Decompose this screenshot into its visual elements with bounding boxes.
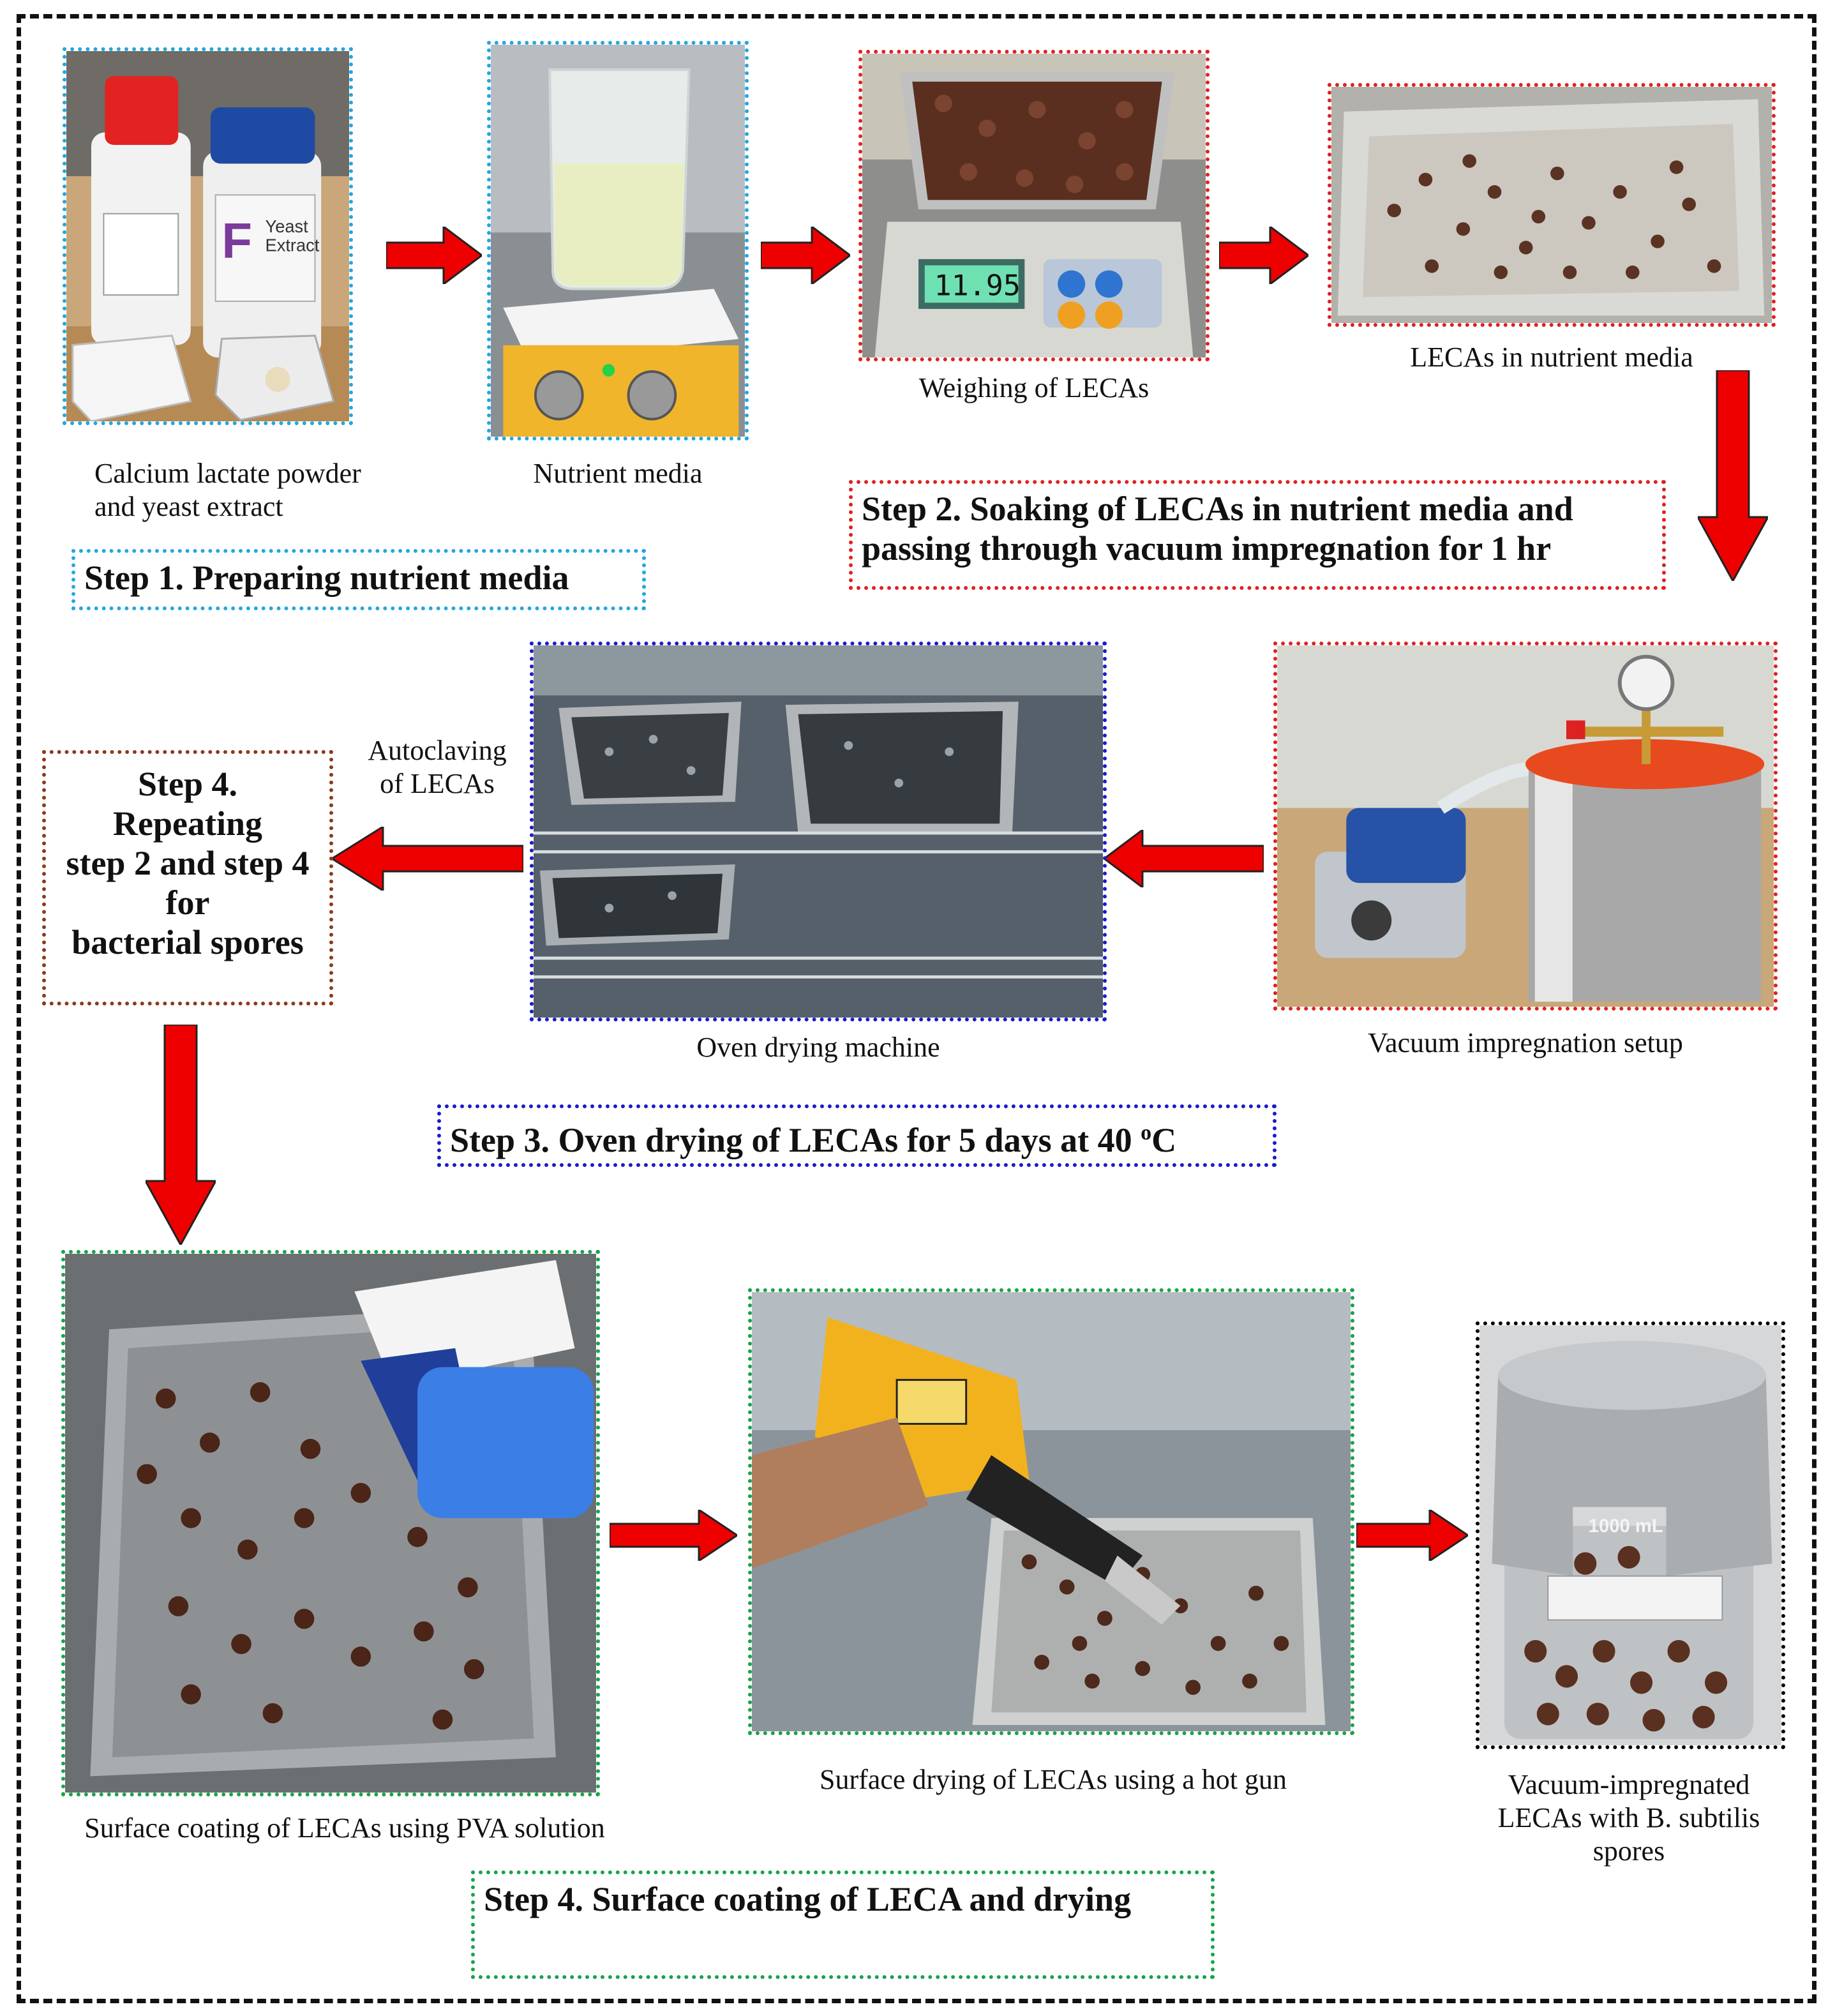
caption-lecas-in-media: LECAs in nutrient media xyxy=(1410,342,1693,373)
step4-repeat-label: Step 4. Repeating step 2 and step 4 for … xyxy=(42,750,333,1005)
caption-nutrient-media: Nutrient media xyxy=(533,458,703,489)
step1-label: Step 1. Preparing nutrient media xyxy=(71,549,646,610)
step2-line2: passing through vacuum impregnation for … xyxy=(862,529,1552,568)
photo-pva-coating xyxy=(61,1250,600,1796)
autoclave-line1: Autoclaving xyxy=(368,735,507,766)
step2-label: Step 2. Soaking of LECAs in nutrient med… xyxy=(849,480,1666,590)
step4-repeat-line1: Step 4. xyxy=(137,765,237,803)
photo-nutrient-media xyxy=(487,41,749,440)
caption-weighing-lecas: Weighing of LECAs xyxy=(918,372,1150,403)
arrow-left-2 xyxy=(332,827,523,891)
photo-final-jar: 1000 mL xyxy=(1476,1321,1785,1749)
svg-text:F: F xyxy=(221,212,252,268)
arrow-left-1 xyxy=(1104,830,1264,887)
autoclave-line2: of LECAs xyxy=(380,768,495,799)
caption-final-jar: Vacuum-impregnated LECAs with B. subtili… xyxy=(1497,1769,1760,1867)
photo-hot-gun-drying xyxy=(748,1288,1354,1735)
arrow-right-2 xyxy=(761,227,850,284)
outer-border xyxy=(17,14,1816,2003)
autoclave-label: Autoclaving of LECAs xyxy=(345,734,530,801)
arrow-down-left xyxy=(146,1025,216,1245)
step4-repeat-line3: step 2 and step 4 xyxy=(66,844,310,882)
step4-repeat-line4: for xyxy=(165,884,210,922)
step2-line1: Step 2. Soaking of LECAs in nutrient med… xyxy=(862,490,1573,528)
caption-calcium-lactate-yeast: Calcium lactate powder and yeast extract xyxy=(94,458,361,522)
photo-calcium-lactate-yeast: F Yeast Extract xyxy=(63,47,353,425)
photo-weighing-lecas: 11.95 xyxy=(858,50,1210,361)
arrow-right-5 xyxy=(1356,1510,1468,1561)
arrow-right-1 xyxy=(386,227,482,284)
arrow-right-3 xyxy=(1219,227,1308,284)
arrow-down-right xyxy=(1698,370,1768,581)
photo-oven-drying xyxy=(530,642,1107,1021)
svg-text:Extract: Extract xyxy=(266,235,320,255)
caption-oven-drying: Oven drying machine xyxy=(696,1032,940,1063)
step4-label: Step 4. Surface coating of LECA and dryi… xyxy=(471,1870,1215,1979)
photo-vacuum-setup xyxy=(1273,642,1778,1011)
photo-lecas-in-media xyxy=(1328,83,1776,327)
step4-repeat-line2: Repeating xyxy=(113,804,262,843)
step4-repeat-line5: bacterial spores xyxy=(71,923,304,961)
svg-text:1000 mL: 1000 mL xyxy=(1589,1516,1663,1537)
caption-vacuum-setup: Vacuum impregnation setup xyxy=(1368,1027,1683,1058)
caption-hot-gun-drying: Surface drying of LECAs using a hot gun xyxy=(820,1764,1287,1795)
svg-text:11.95: 11.95 xyxy=(934,269,1020,303)
caption-pva-coating: Surface coating of LECAs using PVA solut… xyxy=(84,1812,605,1844)
svg-text:Yeast: Yeast xyxy=(266,216,309,236)
arrow-right-4 xyxy=(610,1510,737,1561)
step3-label: Step 3. Oven drying of LECAs for 5 days … xyxy=(437,1104,1277,1167)
